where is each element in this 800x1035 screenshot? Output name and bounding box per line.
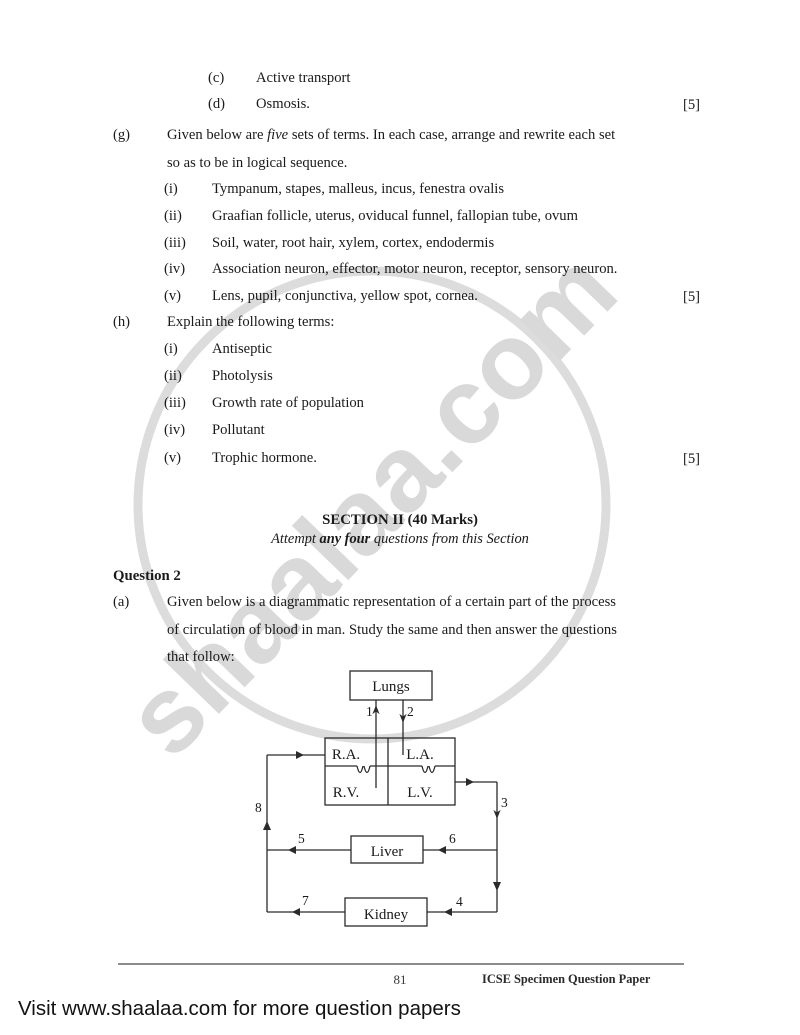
item-text: Tympanum, stapes, malleus, incus, fenest…: [212, 181, 505, 197]
part-label-a: (a): [113, 594, 130, 610]
item-label: (c): [208, 70, 225, 86]
left-ventricle-label: L.V.: [407, 785, 433, 801]
list-item: (d) Osmosis.: [208, 97, 310, 112]
vessel-6-arrowhead: [438, 846, 446, 854]
paper-name: ICSE Specimen Question Paper: [482, 972, 651, 986]
item-label: (i): [164, 181, 178, 197]
liver-label: Liver: [371, 844, 403, 860]
item-label: (ii): [164, 208, 182, 224]
left-atrium-label: L.A.: [406, 747, 434, 763]
list-item: (v) Trophic hormone.: [164, 451, 317, 466]
vessel-8-entry-arrowhead: [296, 751, 304, 759]
item-text: Graafian follicle, uterus, oviducal funn…: [212, 208, 578, 224]
part-g-line1: Given below are five sets of terms. In e…: [167, 127, 616, 143]
question-part-h: (h) Explain the following terms:: [113, 315, 334, 330]
item-label: (iv): [164, 422, 186, 438]
part-g-line2-row: so as to be in logical sequence.: [167, 156, 347, 171]
item-label: (iii): [164, 395, 186, 411]
question-2-part-a: (a) Given below is a diagrammatic repres…: [113, 595, 616, 610]
bicuspid-valve-2: [428, 765, 436, 774]
item-text: Soil, water, root hair, xylem, cortex, e…: [212, 235, 495, 251]
item-label: (d): [208, 96, 226, 112]
tricuspid-valve-2: [363, 765, 371, 774]
list-item: (i) Antiseptic: [164, 342, 272, 357]
marks-badge: [5]: [683, 289, 701, 305]
right-atrium-label: R.A.: [332, 747, 360, 763]
page-title: Question 2: [113, 568, 181, 584]
part-a-line1: Given below is a diagrammatic representa…: [167, 594, 616, 610]
right-ventricle-label: R.V.: [333, 785, 359, 801]
part-a-line3: that follow:: [167, 649, 235, 665]
item-label: (ii): [164, 368, 182, 384]
item-label: (v): [164, 288, 182, 304]
list-item: (iv) Association neuron, effector, motor…: [164, 262, 617, 277]
vessel-label-6: 6: [449, 831, 456, 846]
part-g-line2: so as to be in logical sequence.: [167, 155, 348, 171]
item-text: Antiseptic: [212, 341, 272, 357]
list-item: (ii) Graafian follicle, uterus, oviducal…: [164, 209, 578, 224]
item-text: Pollutant: [212, 422, 265, 438]
kidney-label: Kidney: [364, 907, 409, 923]
part-a-line2-row: of circulation of blood in man. Study th…: [167, 623, 617, 638]
vessel-label-3: 3: [501, 795, 508, 810]
bicuspid-valve: [421, 765, 429, 774]
vessel-3-arrowhead: [466, 778, 474, 786]
part-a-line3-row: that follow:: [167, 650, 235, 665]
vessel-label-5: 5: [298, 831, 305, 846]
item-text: Active transport: [256, 70, 351, 86]
part-label-h: (h): [113, 314, 131, 330]
item-text: Lens, pupil, conjunctiva, yellow spot, c…: [212, 288, 478, 304]
item-label: (v): [164, 450, 182, 466]
vessel-5-arrowhead: [288, 846, 296, 854]
marks-badge: [5]: [683, 97, 701, 113]
list-item: (iv) Pollutant: [164, 423, 265, 438]
section-heading: SECTION II (40 Marks): [322, 512, 478, 528]
page-number: 81: [393, 972, 407, 987]
item-label: (iii): [164, 235, 186, 251]
vessel-label-8: 8: [255, 800, 262, 815]
item-text: Osmosis.: [256, 96, 310, 112]
item-label: (i): [164, 341, 178, 357]
vessel-label-7: 7: [302, 893, 309, 908]
vessel-8-arrowhead: [263, 821, 271, 830]
list-item: (iii) Soil, water, root hair, xylem, cor…: [164, 236, 494, 251]
marks-badge: [5]: [683, 451, 701, 467]
item-label: (iv): [164, 261, 186, 277]
list-item: (iii) Growth rate of population: [164, 396, 364, 411]
item-text: Association neuron, effector, motor neur…: [212, 261, 618, 277]
footer-divider: [118, 963, 684, 965]
list-item: (v) Lens, pupil, conjunctiva, yellow spo…: [164, 289, 478, 304]
item-text: Trophic hormone.: [212, 450, 317, 466]
part-label-g: (g): [113, 127, 131, 143]
section-subheading: Attempt any four questions from this Sec…: [271, 531, 529, 547]
vessel-label-2: 2: [407, 704, 414, 719]
blood-circulation-diagram: Lungs R.A. L.A. R.V. L.V. Liver Kidney 1…: [255, 670, 508, 927]
vessel-7-arrowhead: [292, 908, 300, 916]
part-h-stem: Explain the following terms:: [167, 314, 335, 330]
item-text: Growth rate of population: [212, 395, 364, 411]
tricuspid-valve: [356, 765, 364, 774]
item-text: Photolysis: [212, 368, 273, 384]
part-a-line2: of circulation of blood in man. Study th…: [167, 622, 617, 638]
lungs-label: Lungs: [372, 679, 410, 695]
question-part-g: (g) Given below are five sets of terms. …: [113, 128, 615, 143]
vessel-4-arrowhead: [444, 908, 452, 916]
list-item: (i) Tympanum, stapes, malleus, incus, fe…: [164, 182, 504, 197]
vessel-4-mid-arrowhead: [493, 882, 501, 891]
list-item: (c) Active transport: [208, 71, 350, 86]
vessel-label-1: 1: [366, 704, 373, 719]
list-item: (ii) Photolysis: [164, 369, 273, 384]
visit-site-banner: Visit www.shaalaa.com for more question …: [18, 997, 461, 1020]
vessel-label-4: 4: [456, 894, 463, 909]
